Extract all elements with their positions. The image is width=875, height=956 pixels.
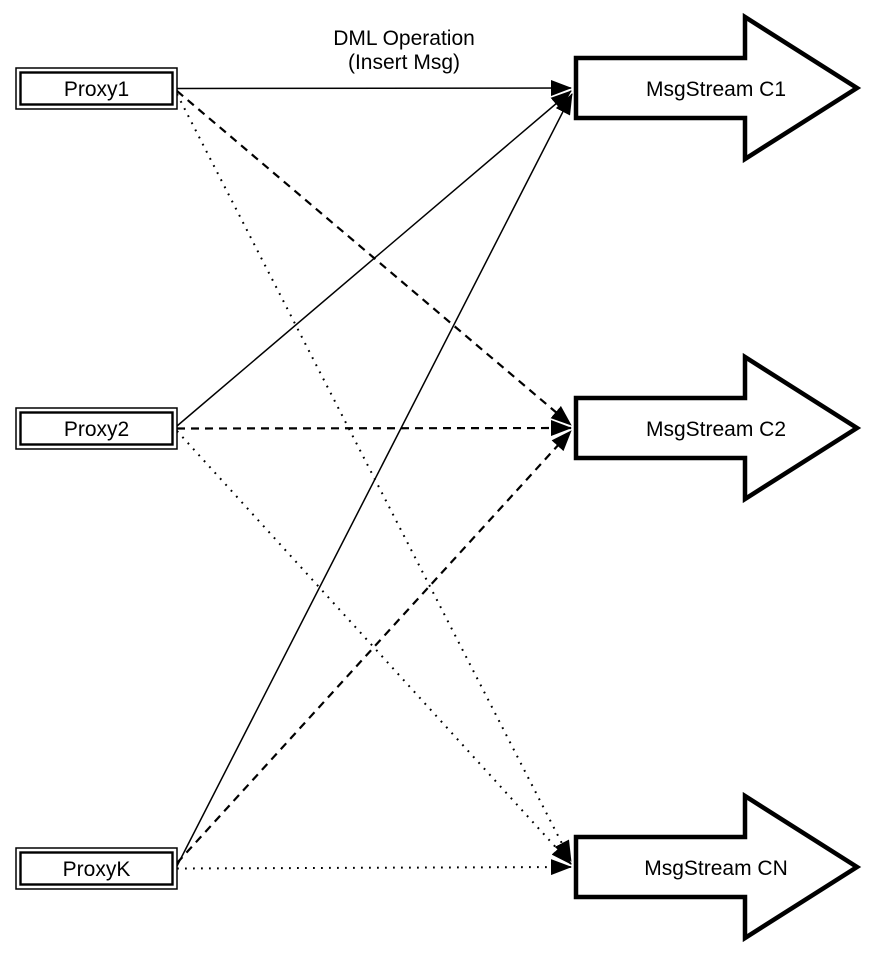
edge-proxy1-c2-dashed [176, 90, 572, 426]
msgstream-c1-block-arrow-shape [573, 12, 862, 164]
edge-label-line1: DML Operation [333, 27, 475, 50]
msgstream-cn-label: MsgStream CN [644, 857, 788, 880]
stream-node-c1: MsgStream C1 [573, 12, 862, 164]
proxy-node-proxy2: Proxy2 [15, 407, 178, 450]
proxy2-box-inner [19, 411, 174, 446]
proxy-node-proxyk: ProxyK [15, 847, 178, 890]
proxyk-box-inner [19, 851, 174, 886]
edge-proxy1-c1-solid [176, 80, 572, 97]
msgstream-c2-block-arrow-shape [573, 352, 862, 504]
proxy1-box-inner [19, 71, 174, 106]
stream-node-cn: MsgStream CN [573, 791, 862, 943]
msgstream-c2-label: MsgStream C2 [646, 418, 786, 441]
edge-proxy2-cn-dotted [176, 430, 572, 865]
proxy-node-proxy1: Proxy1 [15, 67, 178, 110]
stream-node-c2: MsgStream C2 [573, 352, 862, 504]
edge-proxy2-c2-dashed [176, 420, 572, 437]
proxy2-label: Proxy2 [64, 418, 129, 441]
proxy1-label: Proxy1 [64, 78, 129, 101]
msgstream-c1-label: MsgStream C1 [646, 78, 786, 101]
proxyk-label: ProxyK [63, 858, 131, 881]
edge-label-line2: (Insert Msg) [348, 51, 460, 74]
edge-proxy1-cn-dotted [176, 93, 572, 862]
edges [176, 80, 573, 876]
edge-label-dml-operation: DML Operation (Insert Msg) [333, 27, 475, 74]
edge-proxyk-cn-dotted [176, 859, 572, 876]
msgstream-cn-block-arrow-shape [573, 791, 862, 943]
